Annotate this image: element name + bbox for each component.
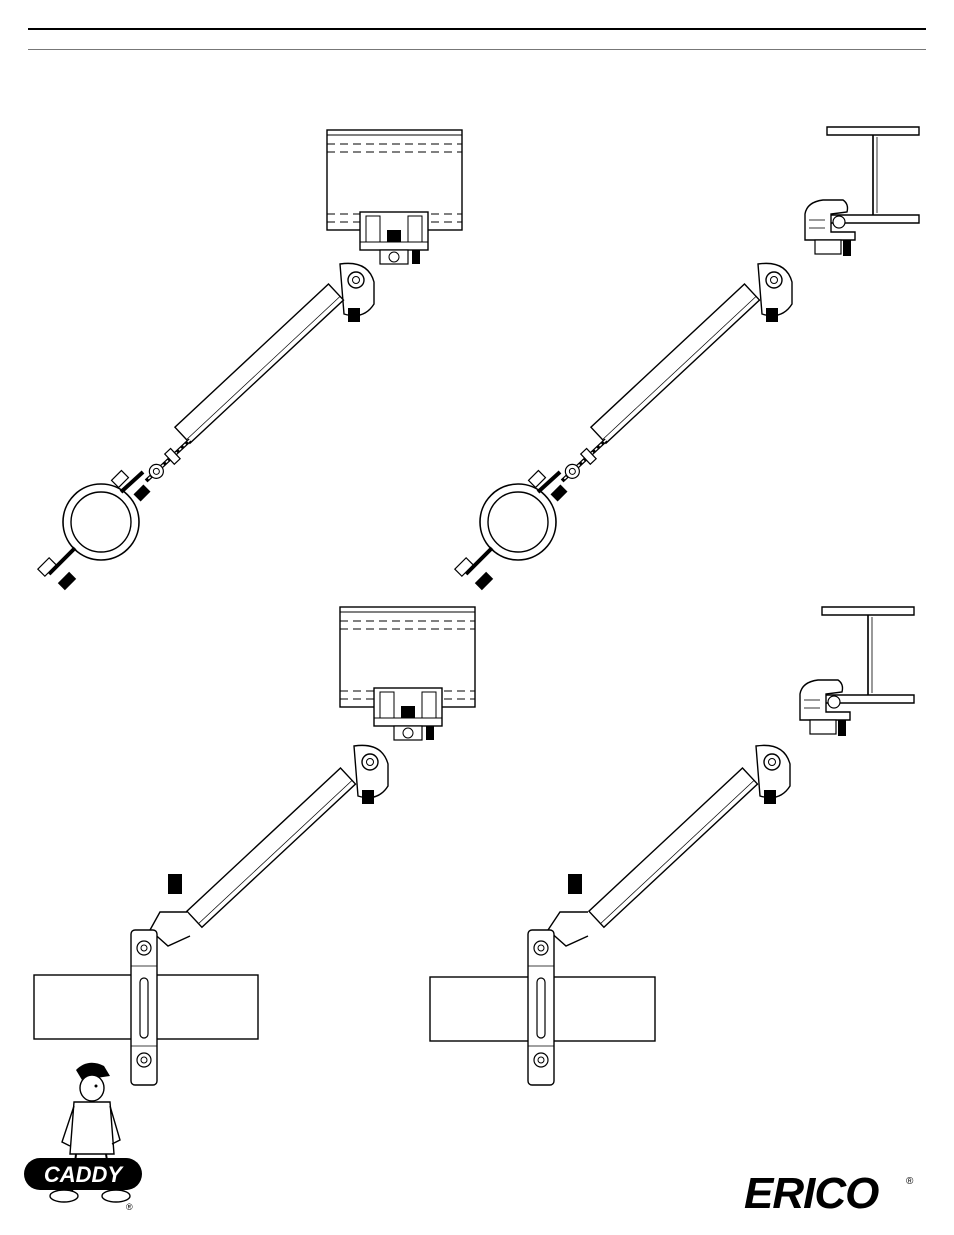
caddy-logo: CADDY ® [22,1058,152,1218]
caddy-logo-text: CADDY [44,1162,125,1187]
elbow-nut [568,874,582,894]
erico-logo: ERICO ® [740,1170,925,1215]
pivot-joint [756,745,790,804]
strut-tube [589,768,758,927]
erico-registered-mark: ® [906,1176,914,1187]
erico-logo-text: ERICO [744,1170,879,1215]
erico-logo-icon: ERICO ® [740,1170,925,1215]
caddy-registered-mark: ® [126,1202,133,1212]
caddy-mascot-icon: CADDY ® [22,1058,152,1218]
beam-clamp [800,680,850,736]
strap-clamp [528,930,554,1085]
